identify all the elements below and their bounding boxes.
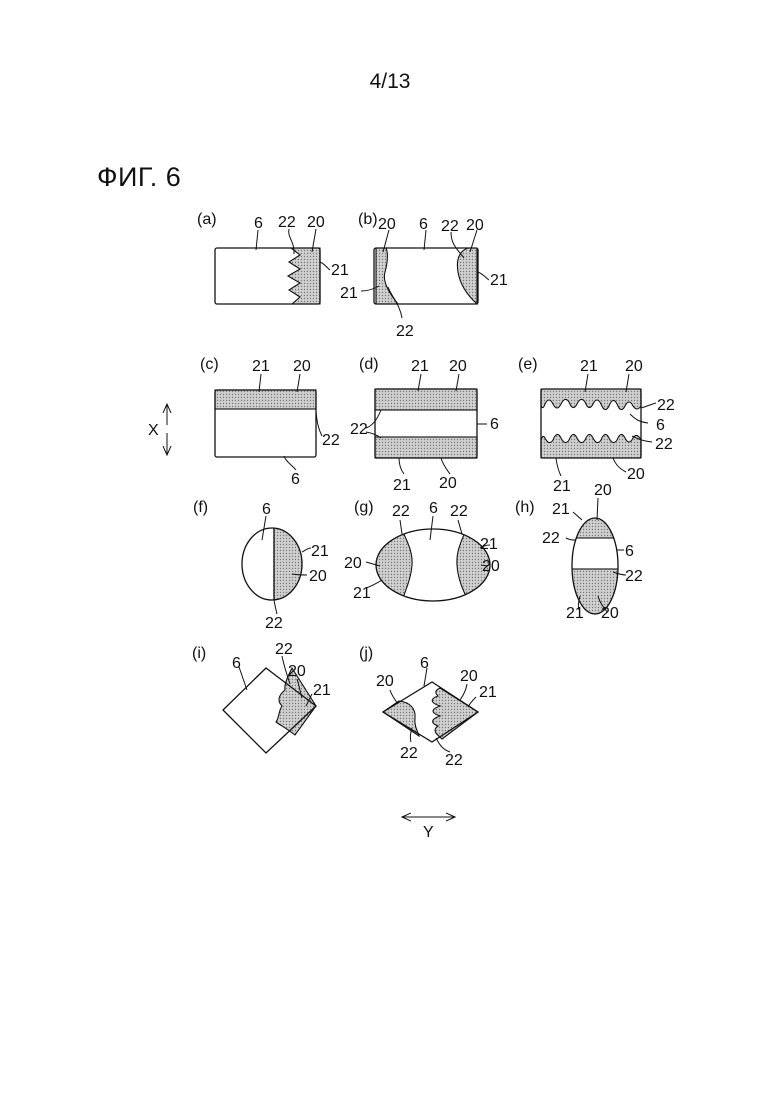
ref-label: 22 — [322, 432, 340, 449]
ref-label: 22 — [396, 323, 414, 340]
ref-label: 21 — [580, 358, 598, 375]
panel-g-label: (g) — [354, 499, 374, 516]
ref-label: 6 — [291, 471, 300, 488]
ref-label: 21 — [411, 358, 429, 375]
ref-label: 20 — [627, 466, 645, 483]
y-direction-indicator: Y — [402, 817, 455, 841]
panel-b-label: (b) — [358, 211, 378, 228]
ref-label: 6 — [656, 417, 665, 434]
ref-label: 21 — [331, 262, 349, 279]
panel-d: (d) 21 20 22 6 21 20 — [350, 356, 499, 494]
panel-d-shaded-top — [375, 389, 477, 410]
ref-label: 22 — [441, 218, 459, 235]
ref-label: 21 — [340, 285, 358, 302]
ref-label: 20 — [449, 358, 467, 375]
ref-label: 21 — [552, 501, 570, 518]
panel-d-label: (d) — [359, 356, 379, 373]
ref-label: 6 — [429, 500, 438, 517]
ref-label: 22 — [625, 568, 643, 585]
panel-i: (i) 6 22 20 21 — [192, 641, 331, 753]
panel-e-label: (e) — [518, 356, 538, 373]
ref-label: 22 — [350, 421, 368, 438]
panel-c-label: (c) — [200, 356, 219, 373]
panel-j: (j) 20 6 20 21 22 22 — [359, 645, 497, 769]
ref-label: 22 — [392, 503, 410, 520]
panel-a-label: (a) — [197, 211, 217, 228]
ref-label: 22 — [542, 530, 560, 547]
ref-label: 6 — [262, 501, 271, 518]
ref-label: 21 — [393, 477, 411, 494]
panel-c: (c) 21 20 22 6 — [200, 356, 340, 488]
ref-label: 21 — [311, 543, 329, 560]
x-direction-indicator: X — [148, 404, 167, 455]
ref-label: 22 — [445, 752, 463, 769]
ref-label: 20 — [601, 605, 619, 622]
ref-label: 21 — [353, 585, 371, 602]
ref-label: 21 — [252, 358, 270, 375]
ref-label: 21 — [553, 478, 571, 495]
panel-f: (f) 6 21 20 22 — [193, 499, 329, 632]
ref-label: 6 — [419, 216, 428, 233]
ref-label: 20 — [293, 358, 311, 375]
ref-label: 21 — [313, 682, 331, 699]
ref-label: 20 — [460, 668, 478, 685]
panel-b-shaded-left — [376, 248, 398, 304]
panel-f-label: (f) — [193, 499, 208, 516]
ref-label: 22 — [265, 615, 283, 632]
panel-d-shaded-bottom — [375, 437, 477, 458]
panel-b: (b) 20 6 22 20 21 21 22 — [340, 211, 508, 340]
ref-label: 6 — [254, 215, 263, 232]
ref-label: 20 — [288, 663, 306, 680]
panel-e-shaded-top — [541, 389, 641, 410]
panel-e-shaded-bottom — [541, 434, 641, 458]
y-axis-label: Y — [423, 824, 434, 841]
panel-j-shaded-right — [432, 688, 478, 739]
panel-c-shaded-band — [215, 390, 316, 409]
panel-g: (g) 22 6 22 21 20 20 21 — [344, 499, 500, 605]
x-axis-label: X — [148, 422, 159, 439]
ref-label: 6 — [420, 655, 429, 672]
panel-i-label: (i) — [192, 645, 206, 662]
ref-label: 20 — [376, 673, 394, 690]
ref-label: 20 — [482, 558, 500, 575]
ref-label: 20 — [344, 555, 362, 572]
ref-label: 20 — [625, 358, 643, 375]
ref-label: 20 — [378, 216, 396, 233]
ref-label: 22 — [657, 397, 675, 414]
ref-label: 20 — [594, 482, 612, 499]
ref-label: 6 — [625, 543, 634, 560]
panel-b-shaded-right — [457, 248, 477, 304]
ref-label: 20 — [439, 475, 457, 492]
panel-e: (e) 21 20 22 6 22 21 20 — [518, 356, 675, 495]
ref-label: 21 — [566, 605, 584, 622]
ref-label: 20 — [307, 214, 325, 231]
ref-label: 20 — [309, 568, 327, 585]
ref-label: 6 — [232, 655, 241, 672]
panel-h-label: (h) — [515, 499, 535, 516]
panel-a: (a) 6 22 20 21 — [197, 211, 349, 304]
panel-j-label: (j) — [359, 645, 373, 662]
ref-label: 21 — [480, 536, 498, 553]
ref-label: 22 — [400, 745, 418, 762]
ref-label: 22 — [655, 436, 673, 453]
ref-label: 22 — [275, 641, 293, 658]
ref-label: 22 — [450, 503, 468, 520]
ref-label: 20 — [466, 217, 484, 234]
panel-h: (h) 20 21 22 6 22 21 20 — [515, 482, 643, 622]
ref-label: 22 — [278, 214, 296, 231]
panel-a-shaded-region — [288, 248, 320, 304]
ref-label: 6 — [490, 416, 499, 433]
ref-label: 21 — [490, 272, 508, 289]
ref-label: 21 — [479, 684, 497, 701]
